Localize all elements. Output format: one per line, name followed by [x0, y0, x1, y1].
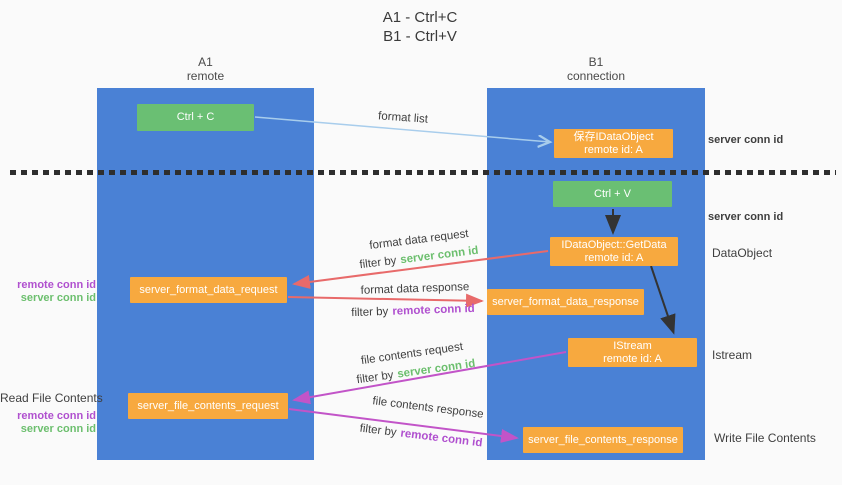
side-label-remote-conn-id-bottom: remote conn id — [17, 410, 96, 422]
label-format-data-response: format data response — [360, 281, 470, 297]
node-server-file-contents-request: server_file_contents_request — [128, 393, 288, 419]
side-label-server-conn-id-left-mid: server conn id — [20, 292, 96, 304]
node-save-idataobject: 保存IDataObject remote id: A — [554, 129, 673, 158]
node-server-file-contents-request-label: server_file_contents_request — [137, 399, 279, 412]
left-labels-file-phase: Read File Contents remote conn id server… — [0, 391, 103, 436]
lane-header-a1: A1 remote — [97, 55, 314, 83]
lane-b1-name: B1 — [588, 55, 604, 69]
remote-conn-id-text: remote conn id — [392, 302, 475, 318]
lane-a1-subtitle: remote — [186, 69, 225, 83]
left-labels-format-phase: remote conn id server conn id — [0, 279, 96, 305]
node-server-format-data-response: server_format_data_response — [487, 289, 644, 315]
filter-by-text: filter by — [355, 369, 395, 387]
label-format-list: format list — [377, 110, 429, 126]
node-server-format-data-response-label: server_format_data_response — [492, 295, 639, 308]
side-label-server-conn-id-mid: server conn id — [708, 211, 784, 223]
node-istream-line2: remote id: A — [603, 352, 662, 365]
node-ctrl-v: Ctrl + V — [553, 181, 672, 207]
side-label-server-conn-id-top: server conn id — [708, 134, 784, 146]
node-getdata-line1: IDataObject::GetData — [561, 238, 667, 251]
node-ctrl-c: Ctrl + C — [137, 104, 254, 131]
node-server-file-contents-response-label: server_file_contents_response — [528, 433, 678, 446]
filter-by-text: filter by — [358, 254, 398, 272]
node-istream: IStream remote id: A — [568, 338, 697, 367]
side-label-server-conn-id-left-bottom: server conn id — [20, 423, 96, 435]
server-conn-id-text: server conn id — [399, 244, 480, 267]
node-server-file-contents-response: server_file_contents_response — [523, 427, 683, 453]
lane-b1-subtitle: connection — [566, 69, 626, 83]
node-getdata-line2: remote id: A — [584, 251, 644, 264]
title-line-a1: A1 - Ctrl+C — [382, 9, 458, 26]
node-save-idataobject-line2: remote id: A — [584, 143, 643, 156]
filter-by-text: filter by — [358, 422, 398, 439]
side-label-remote-conn-id-mid: remote conn id — [17, 279, 96, 291]
side-label-write-file-contents: Write File Contents — [714, 431, 816, 445]
lane-a1-name: A1 — [198, 55, 213, 69]
node-ctrl-v-label: Ctrl + V — [594, 187, 631, 200]
node-ctrl-c-label: Ctrl + C — [176, 111, 215, 123]
lane-header-b1: B1 connection — [487, 55, 705, 83]
node-istream-line1: IStream — [613, 339, 652, 352]
arrow-format-data-response — [287, 293, 484, 308]
node-save-idataobject-line1: 保存IDataObject — [573, 130, 654, 143]
diagram-title: A1 - Ctrl+C B1 - Ctrl+V — [330, 8, 510, 46]
side-label-istream: Istream — [712, 348, 753, 362]
title-line-b1: B1 - Ctrl+V — [383, 28, 457, 45]
remote-conn-id-text: remote conn id — [399, 427, 484, 450]
filter-by-text: filter by — [351, 305, 389, 320]
side-label-dataobject: DataObject — [712, 246, 773, 260]
phase-separator-dotted-line — [10, 170, 836, 175]
server-conn-id-text: server conn id — [396, 357, 477, 381]
label-file-contents-response: file contents response — [371, 395, 485, 421]
node-server-format-data-request-label: server_format_data_request — [139, 283, 278, 296]
side-label-read-file-contents: Read File Contents — [0, 391, 103, 405]
node-server-format-data-request: server_format_data_request — [130, 277, 287, 303]
node-idataobject-getdata: IDataObject::GetData remote id: A — [550, 237, 678, 266]
